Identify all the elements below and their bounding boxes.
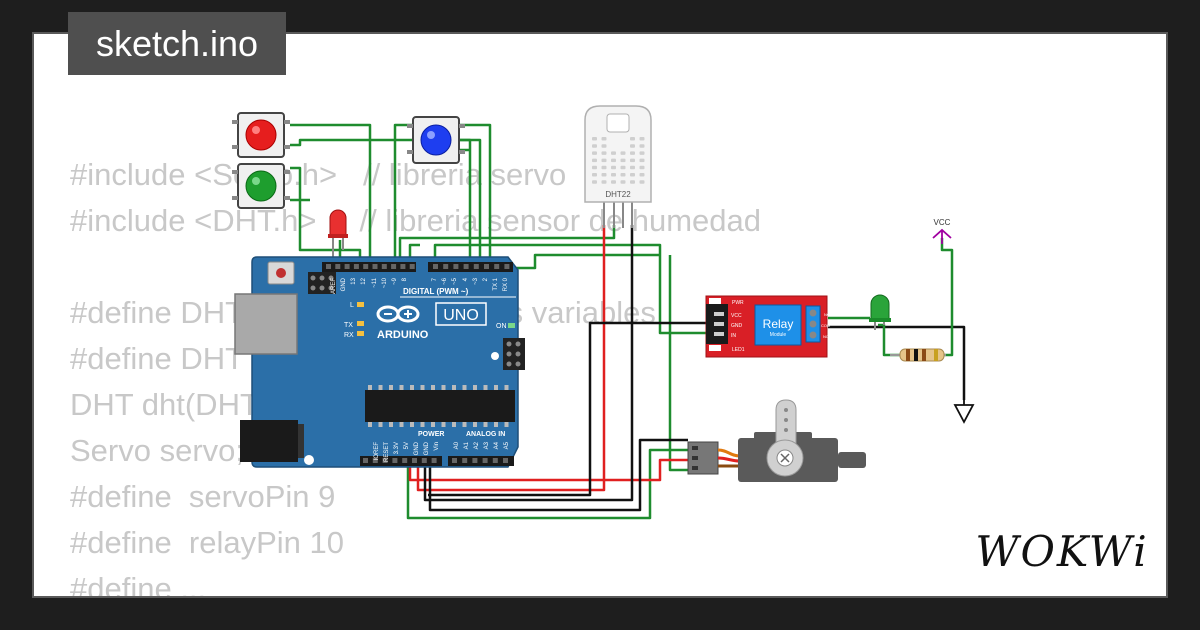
relay-pwr-label: PWR [732, 300, 744, 306]
digital-pin-label: AREF [331, 278, 337, 294]
digital-pin-label: ~9 [392, 277, 398, 285]
relay-subtitle: Module [770, 332, 787, 338]
relay-title: Relay [763, 317, 794, 331]
code-line: #define servoPin 9 [70, 479, 336, 514]
tx-label: TX [344, 322, 353, 329]
digital-pin-label: 13 [351, 277, 357, 284]
relay-com-label: COM [821, 323, 830, 328]
power-jack [240, 420, 298, 462]
digital-pin-label: RX 0 [503, 277, 509, 291]
power-pin-label: IOREF [374, 442, 380, 461]
l-led-label: L [350, 302, 354, 309]
digital-pin-label: 7 [432, 277, 438, 281]
file-tab[interactable]: sketch.ino [68, 12, 286, 75]
usb-port [234, 293, 298, 355]
analog-pin-label: A5 [504, 441, 510, 449]
power-pin-label: 5V [404, 442, 410, 449]
digital-header-left [322, 262, 416, 272]
relay-in-label: IN [731, 333, 736, 339]
code-line: #include <DHT.h> // libreria sensor de h… [70, 203, 761, 238]
digital-pin-label: 2 [483, 277, 489, 281]
power-label: POWER [418, 431, 444, 438]
code-line: #include <Servo.h> // libreria servo [70, 157, 567, 192]
digital-pin-label: GND [341, 277, 347, 291]
digital-pin-label: ~6 [442, 277, 448, 285]
reset-button[interactable] [276, 268, 286, 278]
analog-pin-label: A3 [484, 441, 490, 449]
relay-led1-label: LED1 [732, 347, 745, 353]
digital-pin-label: ~11 [372, 277, 378, 287]
analog-pin-label: A1 [464, 441, 470, 449]
digital-pin-label: 12 [361, 277, 367, 284]
uno-model: UNO [443, 307, 479, 324]
digital-pin-label: ~10 [382, 277, 388, 288]
arduino-logo-icon [376, 305, 420, 323]
digital-pin-label: 8 [402, 277, 408, 281]
resistor[interactable] [890, 348, 946, 362]
digital-pin-label: ~3 [473, 277, 479, 285]
arduino-brand: ARDUINO [377, 329, 429, 341]
push-button-blue[interactable] [407, 116, 465, 164]
code-line: Servo servo; [70, 433, 245, 468]
digital-pin-label: 4 [463, 277, 469, 281]
vcc-power-symbol: VCC [932, 218, 952, 244]
on-label: ON [496, 323, 507, 330]
led-green[interactable] [869, 294, 891, 330]
relay-vcc-label: VCC [731, 313, 742, 319]
analog-pin-label: A2 [474, 441, 480, 449]
digital-label: DIGITAL (PWM ~) [403, 287, 469, 296]
power-pin-label: RESET [384, 442, 390, 462]
vcc-label: VCC [934, 218, 951, 227]
digital-pin-label: TX 1 [493, 277, 499, 290]
power-pin-label: Vin [434, 442, 440, 451]
arduino-uno-board[interactable]: AREF GND 13 12 ~11 ~10 ~9 8 7 ~6 ~5 4 ~3 2 TX 1 RX 0 DI… [234, 256, 525, 468]
relay-module[interactable]: PWR LED1 VCC GND IN Relay Module NC COM … [705, 295, 830, 358]
power-pin-label: 3.3V [394, 442, 400, 454]
wires [290, 123, 966, 520]
wokwi-logo-text: WOKWi [975, 527, 1148, 576]
relay-no-label: NO [823, 334, 829, 339]
wokwi-logo: WOKWi [975, 527, 1148, 576]
digital-pin-label: ~5 [452, 277, 458, 285]
push-button-green[interactable] [232, 163, 290, 209]
power-header [360, 456, 442, 466]
digital-header-right [428, 262, 513, 272]
analog-header [448, 456, 514, 466]
analog-pin-label: A0 [454, 441, 460, 449]
dht22-sensor[interactable]: DHT22 [584, 105, 652, 228]
code-line: #define ... [70, 571, 207, 598]
servo-motor[interactable] [687, 399, 866, 482]
analog-pin-label: A4 [494, 441, 500, 449]
relay-nc-label: NC [824, 312, 830, 317]
atmega-chip [365, 390, 515, 422]
push-button-red[interactable] [232, 112, 290, 158]
ground-symbol [953, 390, 975, 424]
code-line: #define relayPin 10 [70, 525, 345, 560]
power-pin-label: GND [424, 441, 430, 455]
dht22-label: DHT22 [605, 190, 631, 199]
power-pin-label: GND [414, 441, 420, 455]
relay-gnd-label: GND [731, 323, 743, 329]
rx-label: RX [344, 332, 354, 339]
analog-label: ANALOG IN [466, 431, 505, 438]
led-red[interactable] [328, 209, 348, 260]
